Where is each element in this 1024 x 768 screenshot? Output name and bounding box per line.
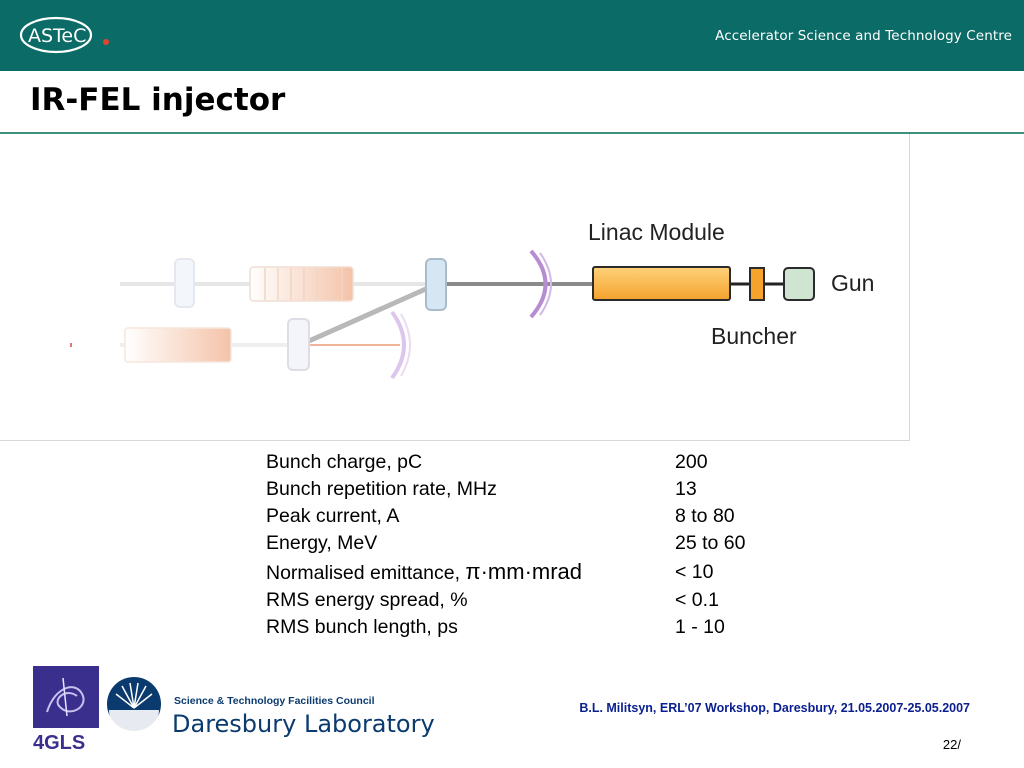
param-name-cell: Normalised emittance, π·mm·mrad [266,557,675,587]
param-value: < 10 [675,560,714,583]
4gls-logo-text: 4GLS [33,732,85,752]
faded-mirror-arc [390,310,406,380]
title-divider [0,132,1024,134]
header-band: ASTeC Accelerator Science and Technology… [0,0,1024,71]
table-row: Peak current, A 8 to 80 [266,503,745,530]
label-gun: Gun [831,270,874,296]
label-linac-module: Linac Module [588,219,725,245]
param-name: RMS energy spread, % [266,589,468,611]
diagonal-beamline [298,281,439,348]
4gls-logo: 4GLS [33,666,99,752]
param-name: Energy, MeV [266,532,378,554]
astec-logo-dot [103,39,109,45]
faded-magnet [174,258,195,308]
stfc-text: Science & Technology Facilities Council [174,695,375,707]
param-value: 25 to 60 [675,532,746,554]
table-row: Bunch repetition rate, MHz 13 [266,476,745,503]
param-name: Bunch repetition rate, MHz [266,478,497,500]
gun-block [783,267,815,301]
faded-dipole-lower [287,318,310,371]
param-value: 1 - 10 [675,616,725,638]
daresbury-logo: Science & Technology Facilities Council … [107,677,435,738]
faded-linac-upper [249,266,354,302]
injector-diagram-svg: Linac Module Gun Buncher [70,219,874,380]
table-row: RMS energy spread, % < 0.1 [266,587,745,614]
stfc-emblem-rays [115,682,153,709]
table-row: Normalised emittance, π·mm·mrad < 10 [266,557,745,587]
param-value: 13 [675,478,697,500]
label-buncher: Buncher [711,323,797,349]
param-value: < 0.1 [675,589,719,611]
table-row: Energy, MeV 25 to 60 [266,530,745,557]
buncher-block [749,267,765,301]
stfc-emblem-horizon [109,710,159,735]
astec-logo: ASTeC [19,16,109,54]
faded-linac-lower [124,327,232,363]
linac-module-block [592,266,731,301]
param-name: RMS bunch length, ps [266,616,458,638]
4gls-logo-square [33,666,99,728]
slide-title: IR-FEL injector [30,82,286,118]
param-unit: π·mm·mrad [465,559,583,584]
injector-diagram: Linac Module Gun Buncher [0,134,910,441]
astec-logo-ring [19,16,93,54]
faint-mark [70,343,72,347]
faded-linac-cells [264,268,343,300]
param-value: 8 to 80 [675,505,735,527]
mirror-arc [529,249,548,319]
param-name: Peak current, A [266,505,400,527]
table-row: RMS bunch length, ps 1 - 10 [266,614,745,641]
faded-mirror-arc-inner [400,313,411,377]
param-name: Bunch charge, pC [266,451,423,473]
daresbury-text: Daresbury Laboratory [172,710,435,738]
footer-credit: B.L. Militsyn, ERL’07 Workshop, Daresbur… [579,701,970,715]
mirror-arc-inner [539,252,552,316]
header-tagline: Accelerator Science and Technology Centr… [715,28,1012,44]
page-number: 22/ [942,737,961,752]
parameter-table: Bunch charge, pC 200 Bunch repetition ra… [266,449,745,641]
table-row: Bunch charge, pC 200 [266,449,745,476]
astec-logo-text: ASTeC [28,25,86,47]
param-value: 200 [675,451,708,473]
dipole-magnet [425,258,447,311]
4gls-logo-stroke [62,677,68,717]
param-name: Normalised emittance, [266,562,466,584]
